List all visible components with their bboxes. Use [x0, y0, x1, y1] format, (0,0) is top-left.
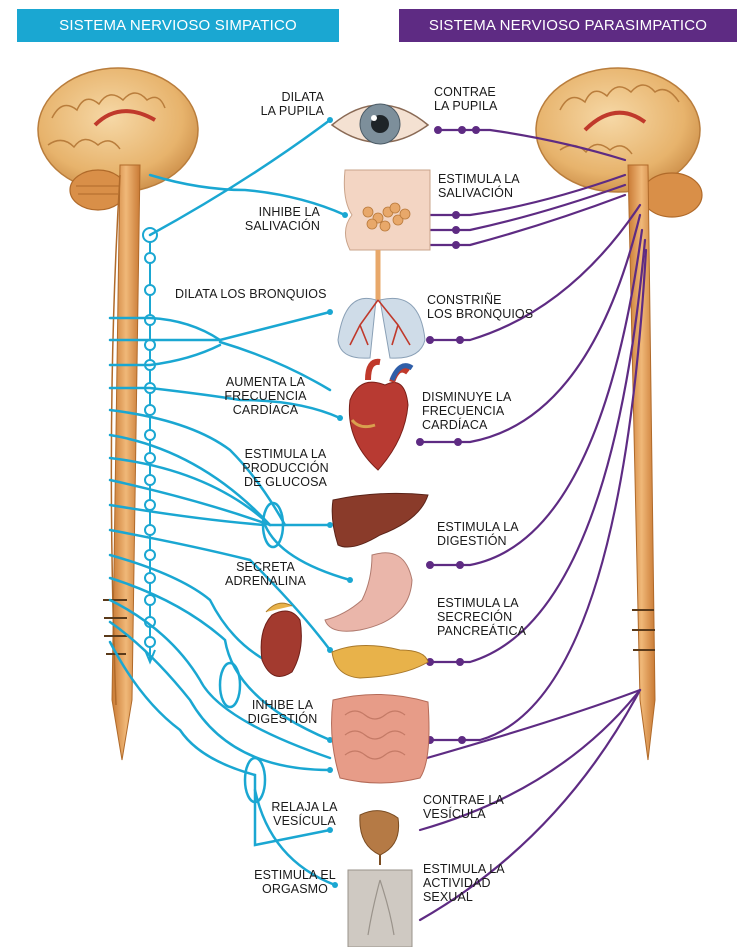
label-stimulates-digestion: ESTIMULA LA DIGESTIÓN — [437, 520, 537, 548]
intestine-organ — [332, 694, 429, 783]
adrenal-kidney-organ — [261, 603, 301, 676]
liver-organ — [332, 493, 428, 547]
bladder-organ — [360, 811, 399, 865]
genitals-organ — [348, 870, 412, 947]
lungs-organ — [338, 250, 425, 358]
label-stimulates-pancreatic-secretion: ESTIMULA LA SECRECIÓN PANCREÁTICA — [437, 596, 547, 638]
left-brain — [38, 68, 198, 210]
stomach-organ — [325, 553, 412, 631]
label-dilates-pupil: DILATA LA PUPILA — [232, 90, 324, 118]
label-secretes-adrenaline: SECRETA ADRENALINA — [218, 560, 313, 588]
label-dilates-bronchi: DILATA LOS BRONQUIOS — [175, 287, 345, 301]
eye-organ — [332, 104, 428, 144]
label-stimulates-sexual-activity: ESTIMULA LA ACTIVIDAD SEXUAL — [423, 862, 523, 904]
label-constricts-bronchi: CONSTRIÑE LOS BRONQUIOS — [427, 293, 547, 321]
label-inhibits-digestion: INHIBE LA DIGESTIÓN — [240, 698, 325, 726]
label-increases-heart-rate: AUMENTA LA FRECUENCIA CARDÍACA — [218, 375, 313, 417]
label-contracts-pupil: CONTRAE LA PUPILA — [434, 85, 529, 113]
label-inhibits-salivation: INHIBE LA SALIVACIÓN — [228, 205, 320, 233]
salivary-gland-organ — [344, 170, 430, 250]
pancreas-organ — [332, 645, 428, 678]
label-stimulates-salivation: ESTIMULA LA SALIVACIÓN — [438, 172, 538, 200]
label-stimulates-orgasm: ESTIMULA EL ORGASMO — [245, 868, 345, 896]
label-relaxes-bladder: RELAJA LA VESÍCULA — [262, 800, 347, 828]
label-decreases-heart-rate: DISMINUYE LA FRECUENCIA CARDÍACA — [422, 390, 532, 432]
label-contracts-bladder: CONTRAE LA VESÍCULA — [423, 793, 523, 821]
label-stimulates-glucose: ESTIMULA LA PRODUCCIÓN DE GLUCOSA — [238, 447, 333, 489]
heart-organ — [349, 362, 412, 470]
